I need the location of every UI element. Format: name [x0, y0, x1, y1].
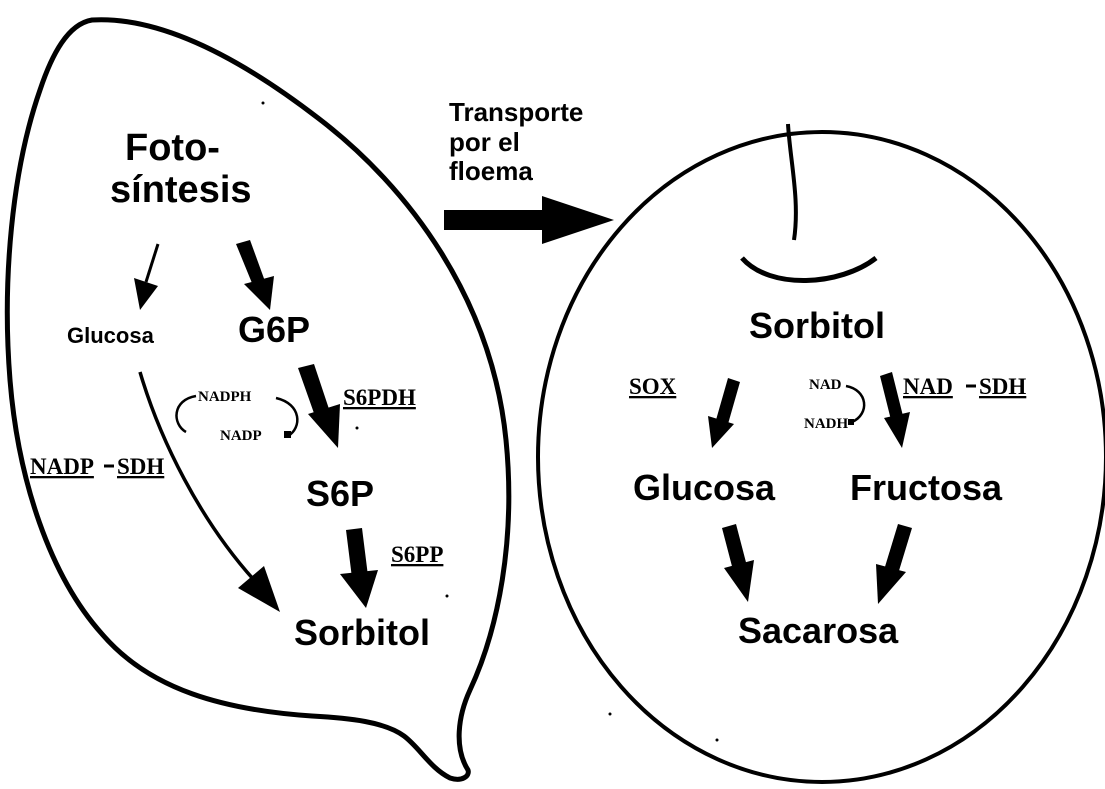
- phloem-entry-line: [786, 123, 798, 241]
- leaf-outline: [4, 17, 512, 782]
- speck: [608, 712, 612, 716]
- arrow-sorbitol-to-fructosa: [880, 372, 910, 448]
- speck: [715, 738, 719, 742]
- fotosintesis-label-line2: síntesis: [110, 169, 252, 211]
- speck: [355, 426, 359, 430]
- arrow-foto-to-glucosa: [134, 243, 160, 310]
- arrow-foto-to-g6p: [236, 240, 274, 310]
- nad-sdh-label-a: NAD: [903, 374, 953, 399]
- speck: [445, 594, 449, 598]
- transport-label-line1: Transporte: [449, 97, 583, 127]
- nadph-cofactor-curve-right: [275, 396, 299, 438]
- nadp-sdh-label-b: SDH: [117, 454, 164, 479]
- fotosintesis-label-line1: Foto-: [125, 127, 220, 169]
- fructosa-sink-label: Fructosa: [850, 467, 1003, 508]
- nadph-cofactor-curve-left: [175, 394, 197, 434]
- sink-cell-outline: [536, 130, 1105, 784]
- nadp-sdh-label-a: NADP: [30, 454, 94, 479]
- arrow-glucosa-to-sorbitol: [138, 371, 280, 612]
- nadph-label: NADPH: [198, 389, 252, 405]
- nadp-arrowhead: [284, 431, 291, 438]
- s6pp-label: S6PP: [391, 542, 443, 567]
- nadh-arrowhead: [848, 419, 854, 425]
- arrow-glucosa-to-sacarosa: [722, 524, 754, 602]
- nad-label: NAD: [809, 377, 842, 393]
- sox-label: SOX: [629, 374, 677, 399]
- s6p-label: S6P: [306, 473, 374, 514]
- arrow-sorbitol-to-glucosa: [708, 378, 740, 448]
- s6pdh-label: S6PDH: [343, 385, 416, 410]
- nad-cofactor-curve: [845, 384, 866, 424]
- nad-sdh-label-b: SDH: [979, 374, 1026, 399]
- sacarosa-label: Sacarosa: [738, 610, 899, 651]
- transporter-arc: [740, 256, 878, 283]
- transport-arrow: [444, 196, 614, 244]
- nadh-label: NADH: [804, 416, 848, 432]
- transport-label-line3: floema: [449, 156, 533, 186]
- sorbitol-leaf-label: Sorbitol: [294, 612, 430, 653]
- speck: [261, 101, 265, 105]
- glucosa-leaf-label: Glucosa: [67, 323, 155, 348]
- nadp-label: NADP: [220, 428, 262, 444]
- arrow-s6p-to-sorbitol: [340, 528, 378, 608]
- arrow-fructosa-to-sacarosa: [876, 524, 912, 604]
- sorbitol-sink-label: Sorbitol: [749, 305, 885, 346]
- glucosa-sink-label: Glucosa: [633, 467, 776, 508]
- transport-label-line2: por el: [449, 127, 520, 157]
- arrow-g6p-to-s6p: [298, 364, 340, 448]
- g6p-label: G6P: [238, 309, 310, 350]
